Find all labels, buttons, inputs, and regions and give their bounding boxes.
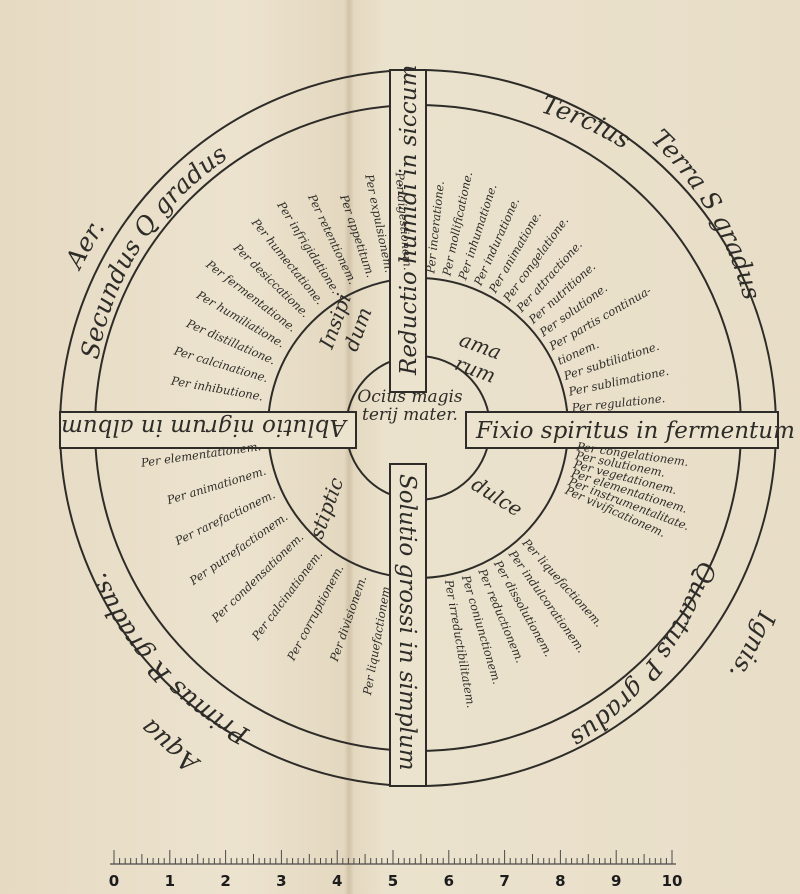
ruler-label: 10 [662, 872, 683, 890]
axis-bars [59, 69, 779, 787]
left-axis-label: Ablutio nigrum in album [61, 414, 348, 440]
process-list-lower-left: Per elementationem.Per animationem.Per r… [139, 439, 393, 697]
top-axis-label: Reductio humidi in siccum [396, 65, 422, 376]
ruler-label: 1 [165, 872, 175, 890]
ruler-label: 8 [555, 872, 565, 890]
ruler-label: 6 [444, 872, 454, 890]
outer-degree-quartus: Quartus P gradus [565, 558, 722, 754]
center-line-1: Ocius magis [357, 387, 463, 407]
process-list-lower-right-a: Per congelationem.Per solutionem.Per veg… [562, 439, 691, 540]
ruler-label: 4 [332, 872, 342, 890]
process-list-upper-right: Per inceratione.Per mollificatione.Per i… [423, 170, 670, 415]
ruler-label: 5 [388, 872, 398, 890]
outer-element-aqua: Aqua [134, 713, 205, 779]
scale-ruler: 0 1 2 3 4 5 6 7 8 9 10 [109, 850, 683, 890]
outer-element-aer: Aer. [59, 214, 111, 274]
ruler-label: 0 [109, 872, 119, 890]
bottom-axis-label: Solutio grossi in simplum [394, 474, 420, 771]
bottom-bar [389, 463, 427, 787]
outer-element-terra: Terra S gradus [646, 124, 767, 303]
outer-element-ignis: Ignis. [723, 607, 781, 685]
ruler-label: 9 [611, 872, 621, 890]
process-list-lower-right-b: Per liquefactionem.Per indulcorationem.P… [442, 535, 606, 709]
quality-lower-left: stiptic [304, 474, 348, 542]
ruler-label: 3 [276, 872, 286, 890]
ruler-label: 7 [499, 872, 509, 890]
outer-degree-tercius: Tercius [538, 90, 636, 155]
ruler-label: 2 [220, 872, 230, 890]
quality-upper-right: ama rum [452, 327, 505, 388]
process-item: Per liquefactionem. [360, 582, 394, 697]
center-line-2: terij mater. [362, 405, 458, 425]
quality-lower-right: dulce [467, 472, 526, 522]
top-bar [389, 69, 427, 393]
left-bar [59, 411, 357, 449]
right-bar [465, 411, 779, 449]
right-axis-label: Fixio spiritus in fermentum [475, 418, 795, 444]
